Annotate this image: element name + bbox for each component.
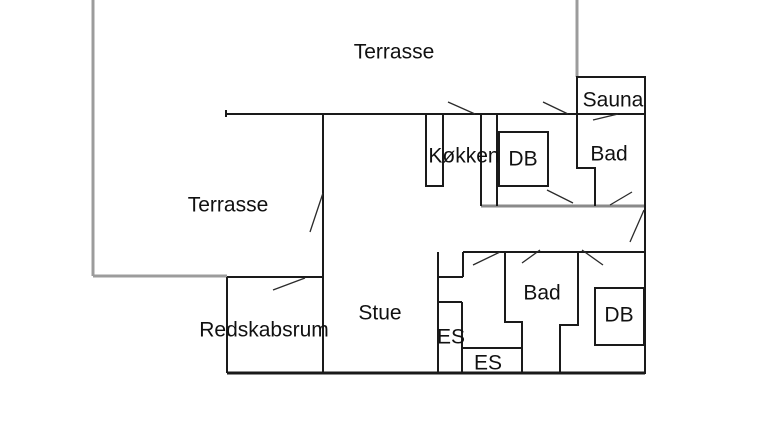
room-label-sauna: Sauna <box>582 88 644 112</box>
door-swing-koekken <box>447 101 476 115</box>
bad-lower-left-wall <box>504 252 523 348</box>
bad-lower-right-wall <box>559 252 579 373</box>
room-label-bad-upper: Bad <box>590 142 628 166</box>
room-label-terrasse-left: Terrasse <box>187 193 269 217</box>
door-swing-bad-lower <box>521 249 541 264</box>
room-label-redskabsrum: Redskabsrum <box>199 318 329 342</box>
door-swing-db-upper <box>546 189 574 204</box>
room-label-es-room: ES <box>473 351 503 375</box>
room-label-es-closet: ES <box>436 325 466 349</box>
door-swing-db-lower <box>581 249 604 266</box>
door-swing-redskabsrum <box>272 277 306 291</box>
db-upper-box <box>498 131 549 187</box>
room-label-stue: Stue <box>358 301 402 325</box>
terrace-outlines <box>91 0 579 278</box>
door-swing-sauna <box>592 113 619 121</box>
kitchen-counter-a <box>425 113 444 187</box>
db-lower-box <box>594 287 645 346</box>
room-label-terrasse-top: Terrasse <box>353 40 435 64</box>
room-label-koekken: Køkken <box>428 144 500 168</box>
room-label-bad-lower: Bad <box>523 281 561 305</box>
room-label-db-lower: DB <box>604 303 634 327</box>
sauna-walls <box>576 76 646 115</box>
door-swing-stue <box>309 192 324 233</box>
door-swing-corridor <box>629 209 645 243</box>
door-swing-hall-left <box>472 251 501 266</box>
door-swing-divider <box>609 191 633 206</box>
bad-upper-left-wall <box>576 114 596 206</box>
door-swing-bad-upper-top <box>542 101 569 115</box>
room-label-db-upper: DB <box>508 147 538 171</box>
door-swings <box>272 101 645 291</box>
walls <box>225 76 646 375</box>
